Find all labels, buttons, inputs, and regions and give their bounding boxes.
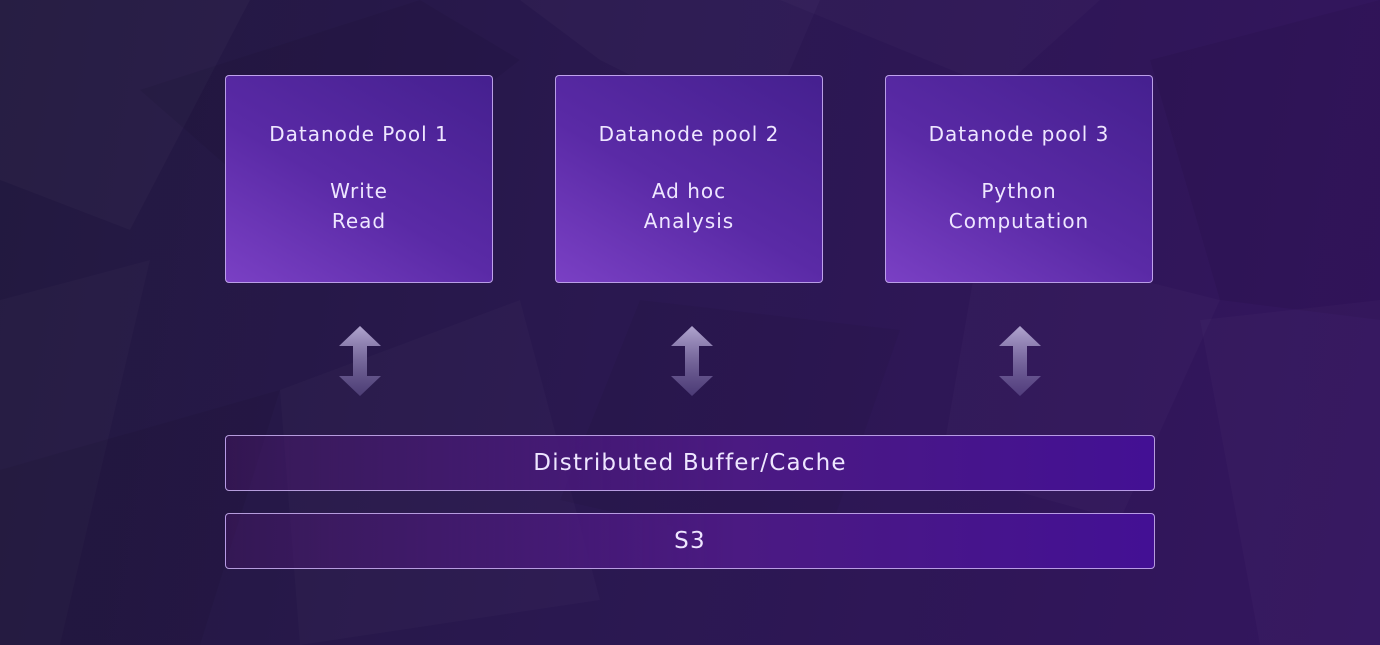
double-vertical-arrow-icon [999,326,1041,396]
double-vertical-arrow-icon [339,326,381,396]
pool-2-role-1: Ad hoc [651,179,727,203]
pool-3-title: Datanode pool 3 [928,122,1110,146]
s3-storage-layer: S3 [225,513,1155,569]
datanode-pool-2: Datanode pool 2 Ad hoc Analysis [555,75,823,283]
datanode-pool-3: Datanode pool 3 Python Computation [885,75,1153,283]
pool-2-title: Datanode pool 2 [598,122,780,146]
pool-1-role-1: Write [330,179,388,203]
double-vertical-arrow-icon [671,326,713,396]
distributed-buffer-cache-layer: Distributed Buffer/Cache [225,435,1155,491]
pool-1-title: Datanode Pool 1 [269,122,449,146]
pool-3-role-1: Python [981,179,1057,203]
pool-3-role-2: Computation [948,209,1090,233]
datanode-pool-1: Datanode Pool 1 Write Read [225,75,493,283]
pool-1-role-2: Read [331,209,387,233]
pool-2-role-2: Analysis [643,209,735,233]
